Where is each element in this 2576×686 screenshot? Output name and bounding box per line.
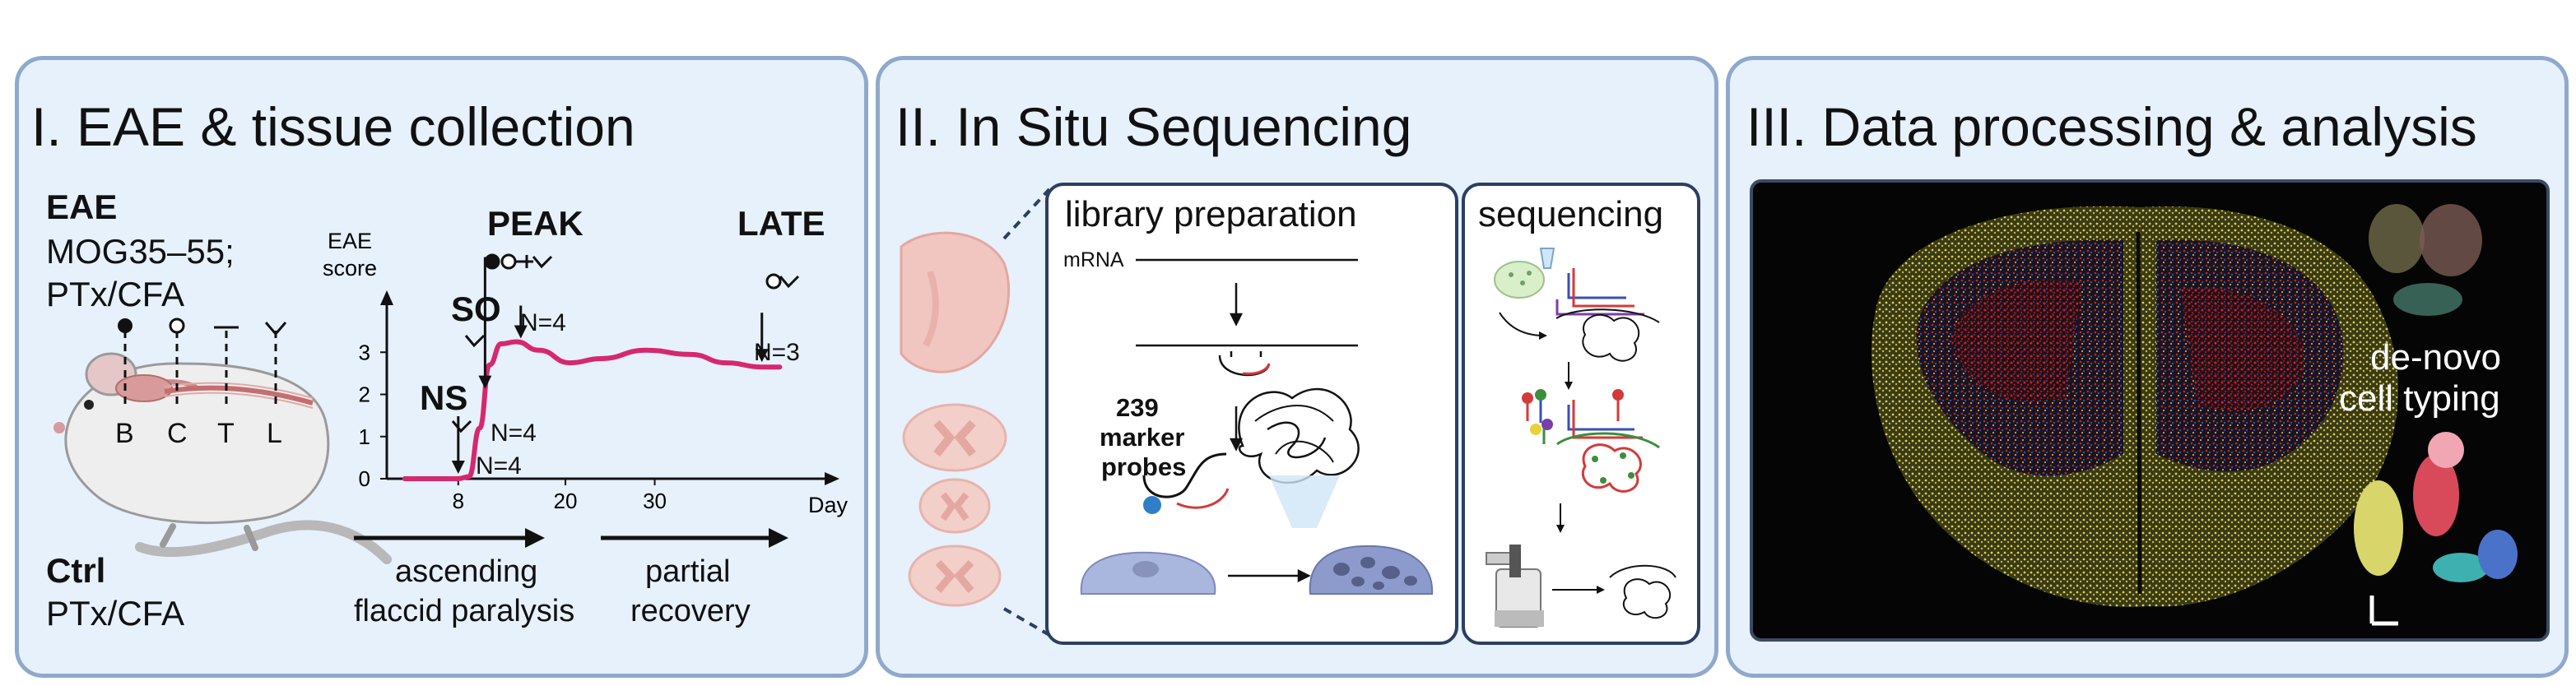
spinal-cord-section xyxy=(1871,204,2518,626)
ctrl-label: Ctrl xyxy=(46,551,106,590)
x-axis-label: Day xyxy=(808,493,849,517)
mouse-illustration xyxy=(53,352,392,564)
phase2-line1: partial xyxy=(645,554,731,589)
phase2-line2: recovery xyxy=(630,594,751,628)
y-axis-label-line2: score xyxy=(323,256,377,280)
eae-protocol-line2: PTx/CFA xyxy=(46,275,185,313)
panel1-title: I. EAE & tissue collection xyxy=(31,96,635,157)
site-label-c: C xyxy=(167,418,188,449)
stage-label-so: SO xyxy=(451,290,501,328)
peak-sampling-arrow-head xyxy=(514,325,528,339)
y-tick-label: 3 xyxy=(359,340,370,364)
eae-score-curve xyxy=(402,339,783,481)
cell-typing-line1: de-novo xyxy=(2370,337,2502,378)
tissue-sections xyxy=(900,231,1011,607)
phase1-line2: flaccid paralysis xyxy=(354,594,575,628)
collection-site-markers xyxy=(118,318,287,410)
n-label-so: N=4 xyxy=(491,419,537,447)
spatial-map-image xyxy=(1750,179,2550,642)
late-sampling-arrow-head xyxy=(755,349,769,363)
eae-protocol-line1: MOG35–55; xyxy=(46,232,235,271)
x-axis-arrow xyxy=(825,472,839,485)
site-label-l: L xyxy=(267,418,282,449)
x-tick-label: 8 xyxy=(453,489,464,513)
stage-label-peak: PEAK xyxy=(487,204,584,243)
n-label-ns: N=4 xyxy=(476,452,522,480)
sequencing-title: sequencing xyxy=(1478,194,1664,234)
library-preparation-title: library preparation xyxy=(1065,194,1357,234)
site-label-t: T xyxy=(217,418,235,449)
scale-bar xyxy=(2369,596,2398,626)
x-tick-label: 30 xyxy=(643,489,667,513)
cell-typing-line2: cell typing xyxy=(2339,378,2500,419)
library-preparation-schematic xyxy=(1080,258,1434,595)
stage-label-ns: NS xyxy=(420,378,468,417)
site-label-b: B xyxy=(115,418,134,449)
probes-line2: marker xyxy=(1100,423,1185,452)
stage-marker-symbols xyxy=(451,253,800,433)
umap-clusters xyxy=(2354,432,2518,582)
eae-label: EAE xyxy=(46,188,118,226)
phase1-line1: ascending xyxy=(395,554,538,589)
sequencing-schematic xyxy=(1486,248,1676,628)
ns-sampling-arrow-head xyxy=(451,461,465,474)
y-axis-arrow xyxy=(380,290,393,305)
so-sampling-arrow-head xyxy=(478,375,492,389)
mrna-label: mRNA xyxy=(1063,248,1124,271)
y-tick-label: 0 xyxy=(359,466,370,491)
stage-label-late: LATE xyxy=(737,204,825,243)
panel2-title: II. In Situ Sequencing xyxy=(895,96,1412,157)
y-tick-label: 1 xyxy=(359,424,370,449)
phase-arrows xyxy=(354,528,788,548)
panel3-title: III. Data processing & analysis xyxy=(1746,96,2477,157)
n-label-late: N=3 xyxy=(754,339,800,366)
ctrl-protocol: PTx/CFA xyxy=(46,594,185,633)
zoom-connector-lines xyxy=(1002,188,1051,637)
n-label-peak: N=4 xyxy=(520,309,566,336)
eae-score-chart: EAE score Day 0 1 2 3 8 20 30 xyxy=(323,229,849,517)
x-tick-label: 20 xyxy=(554,489,578,513)
y-tick-label: 2 xyxy=(359,382,370,407)
y-axis-label-line1: EAE xyxy=(328,229,372,253)
probes-line1: 239 xyxy=(1116,393,1159,422)
